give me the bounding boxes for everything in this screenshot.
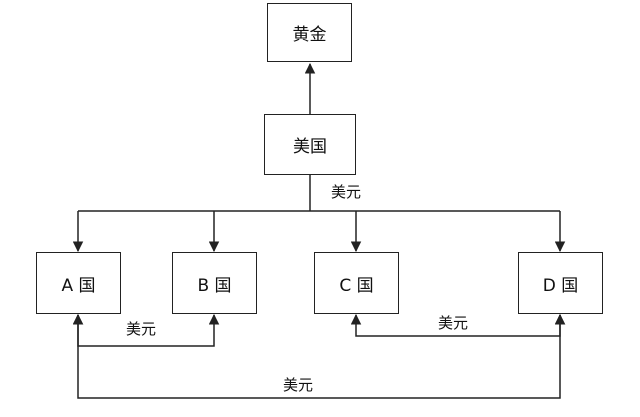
node-c-label: C 国	[339, 275, 374, 296]
node-a-label: A 国	[61, 275, 96, 296]
edge-label-a-b: 美元	[126, 320, 157, 338]
edge-label-usa-countries: 美元	[331, 183, 362, 201]
node-country-c: C 国	[314, 252, 399, 314]
node-d-label: D 国	[542, 275, 579, 296]
node-country-a: A 国	[36, 252, 121, 314]
node-gold-label: 黄金	[292, 25, 327, 45]
arrow-a-d	[72, 313, 566, 399]
node-country-b: B 国	[172, 252, 257, 314]
node-usa: 美国	[264, 114, 356, 175]
node-country-d: D 国	[518, 252, 603, 314]
edge-label-c-d: 美元	[438, 314, 469, 332]
node-gold: 黄金	[267, 3, 352, 62]
node-usa-label: 美国	[293, 137, 327, 157]
edge-label-a-d: 美元	[283, 376, 314, 394]
node-b-label: B 国	[197, 275, 232, 296]
